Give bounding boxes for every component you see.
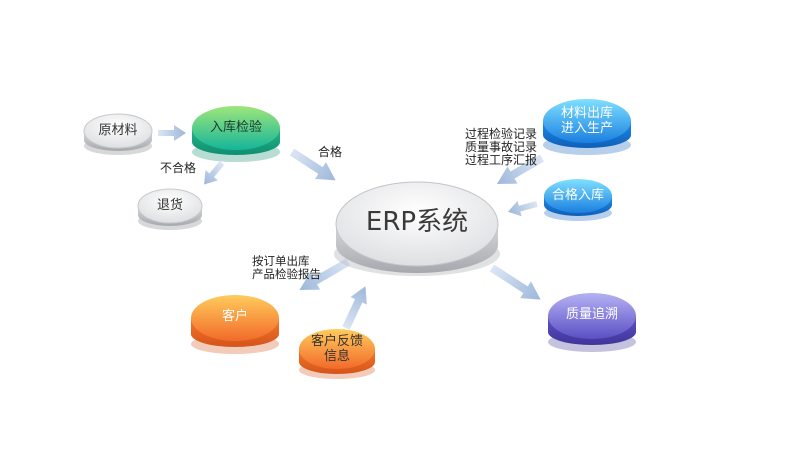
edge-label-unqualified: 不合格 <box>160 161 197 175</box>
edge-label-qualified: 合格 <box>318 145 343 159</box>
edge-label-process-records: 过程检验记录 质量事故记录 过程工序汇报 <box>465 127 538 167</box>
arrow-inbound-to-erp <box>289 148 336 181</box>
material-out-disc <box>543 99 631 155</box>
arrow-raw-to-inbound <box>158 125 186 141</box>
return-disc <box>137 188 203 230</box>
arrow-inbound-to-return <box>204 161 225 185</box>
raw-material-disc <box>83 113 153 155</box>
arrow-erp-to-customer <box>299 258 350 290</box>
quality-trace-disc <box>548 293 636 352</box>
arrow-qualified-in-to-erp <box>508 200 538 217</box>
arrows <box>158 125 544 330</box>
inbound-inspection-disc <box>192 106 280 162</box>
arrow-material-to-erp <box>496 154 544 184</box>
erp-disc <box>334 181 500 276</box>
arrow-erp-to-quality <box>489 264 541 300</box>
feedback-disc <box>299 329 375 379</box>
arrow-feedback-to-erp <box>342 286 367 330</box>
edge-label-order-out: 按订单出库 产品检验报告 <box>252 254 321 281</box>
qualified-in-disc <box>544 179 612 221</box>
customer-disc <box>191 295 279 354</box>
